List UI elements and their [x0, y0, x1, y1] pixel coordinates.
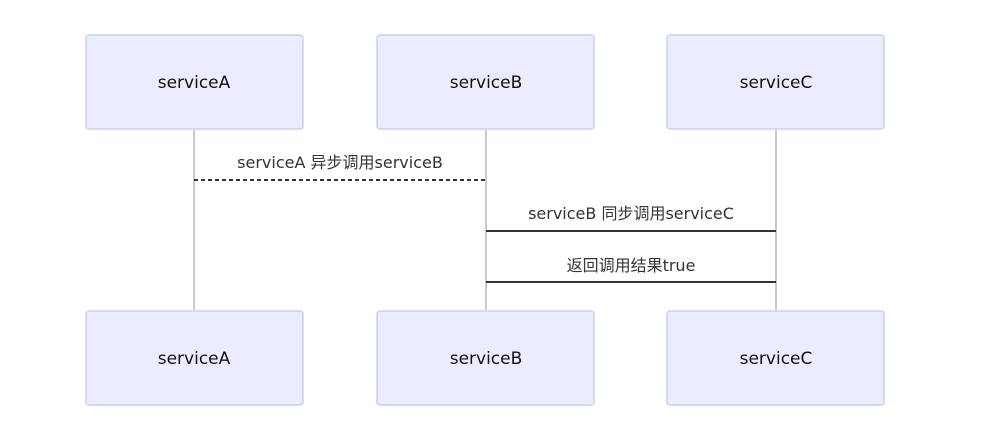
message-async-a-to-b: serviceA 异步调用serviceB — [194, 153, 486, 181]
message-sync-b-to-c: serviceB 同步调用serviceC — [486, 204, 776, 232]
actor-label: serviceB — [450, 73, 523, 93]
actor-top-serviceA: serviceA — [85, 34, 304, 130]
actor-label: serviceA — [158, 349, 231, 369]
actor-bottom-serviceA: serviceA — [85, 310, 304, 406]
actor-label: serviceA — [158, 73, 231, 93]
actor-label: serviceB — [450, 349, 523, 369]
actor-label: serviceC — [740, 73, 813, 93]
actor-bottom-serviceC: serviceC — [666, 310, 885, 406]
actor-label: serviceC — [740, 349, 813, 369]
actor-top-serviceC: serviceC — [666, 34, 885, 130]
message-label: serviceB 同步调用serviceC — [528, 204, 734, 223]
message-return-c-to-b: 返回调用结果true — [486, 256, 776, 283]
actor-top-serviceB: serviceB — [376, 34, 595, 130]
message-label: 返回调用结果true — [567, 256, 696, 275]
actor-bottom-serviceB: serviceB — [376, 310, 595, 406]
message-label: serviceA 异步调用serviceB — [237, 153, 443, 172]
